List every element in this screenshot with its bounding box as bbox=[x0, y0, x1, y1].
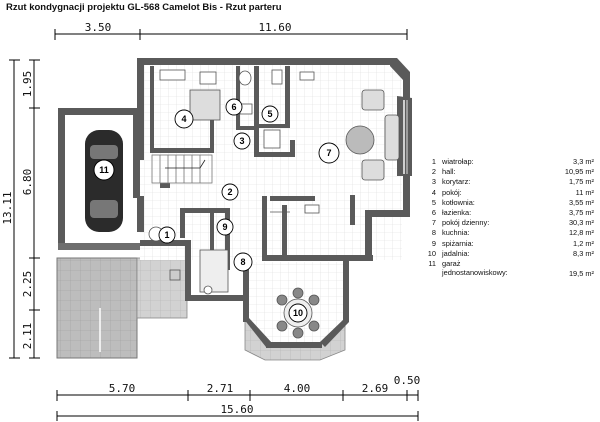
legend-row: 11 garaż jednostanowiskowy: 19,5 m² bbox=[426, 259, 594, 279]
room-label-6: 6 bbox=[231, 102, 236, 112]
legend-area: 3,55 m² bbox=[568, 197, 594, 207]
room-label-1: 1 bbox=[164, 230, 169, 240]
legend-number: 7 bbox=[431, 218, 436, 228]
dimension-top bbox=[54, 29, 408, 40]
dimension-left bbox=[9, 59, 40, 359]
legend-number: 8 bbox=[431, 228, 436, 238]
room-legend: 1 wiatrołap: 3,3 m² 2 hall: 10,95 m² 3 korytarz… bbox=[426, 157, 594, 279]
room-label-9: 9 bbox=[222, 222, 227, 232]
dim-top-2: 11.60 bbox=[258, 21, 291, 34]
legend-number: 11 bbox=[428, 258, 436, 268]
legend-number: 4 bbox=[431, 187, 436, 197]
legend-row: 6 łazienka: 3,75 m² bbox=[426, 208, 594, 218]
legend-area: 30,3 m² bbox=[568, 218, 594, 228]
dim-left-total: 13.11 bbox=[1, 191, 14, 224]
legend-room-name: korytarz: bbox=[442, 177, 471, 187]
legend-row: 9 spiżarnia: 1,2 m² bbox=[426, 239, 594, 249]
legend-row: 7 pokój dzienny: 30,3 m² bbox=[426, 218, 594, 228]
legend-number: 1 bbox=[431, 157, 436, 166]
legend-area: 19,5 m² bbox=[568, 268, 594, 278]
staircase bbox=[151, 154, 213, 184]
legend-row: 3 korytarz: 1,75 m² bbox=[426, 177, 594, 187]
legend-room-name: pokój dzienny: bbox=[442, 218, 490, 228]
dimension-bottom bbox=[56, 390, 419, 421]
dim-bottom-4: 2.69 bbox=[362, 382, 389, 395]
legend-row: 5 kotłownia: 3,55 m² bbox=[426, 198, 594, 208]
legend-area: 12,8 m² bbox=[568, 228, 594, 238]
legend-row: 10 jadalnia: 8,3 m² bbox=[426, 249, 594, 259]
legend-area: 11 m² bbox=[575, 187, 594, 197]
driveway-paving bbox=[56, 257, 138, 359]
legend-row: 2 hall: 10,95 m² bbox=[426, 167, 594, 177]
legend-area: 1,75 m² bbox=[568, 177, 594, 187]
dim-left-4: 2.11 bbox=[21, 323, 34, 350]
room-label-4: 4 bbox=[181, 114, 186, 124]
legend-row: 4 pokój: 11 m² bbox=[426, 188, 594, 198]
legend-room-name: hall: bbox=[442, 167, 456, 177]
legend-number: 5 bbox=[431, 197, 436, 207]
legend-area: 8,3 m² bbox=[573, 248, 594, 258]
legend-area: 3,3 m² bbox=[573, 157, 594, 166]
legend-number: 9 bbox=[431, 238, 436, 248]
room-labels: 1 2 3 4 5 6 7 8 9 10 11 bbox=[99, 98, 340, 323]
legend-row: 1 wiatrołap: 3,3 m² bbox=[426, 157, 594, 167]
bay-window bbox=[397, 96, 412, 176]
room-label-7: 7 bbox=[326, 148, 331, 158]
dim-bottom-total: 15.60 bbox=[220, 403, 253, 416]
room-label-10: 10 bbox=[293, 308, 303, 318]
legend-room-name: kuchnia: bbox=[442, 228, 470, 238]
room-label-8: 8 bbox=[240, 257, 245, 267]
room-label-2: 2 bbox=[227, 187, 232, 197]
legend-area: 10,95 m² bbox=[564, 167, 594, 177]
dim-bottom-3: 4.00 bbox=[284, 382, 311, 395]
dim-left-2: 6.80 bbox=[21, 169, 34, 196]
room-label-11: 11 bbox=[99, 165, 109, 175]
legend-room-name: łazienka: bbox=[442, 207, 472, 217]
legend-number: 10 bbox=[427, 248, 436, 258]
dim-bottom-5: 0.50 bbox=[394, 374, 421, 387]
legend-number: 2 bbox=[431, 167, 436, 177]
legend-room-name: spiżarnia: bbox=[442, 238, 474, 248]
legend-room-name: pokój: bbox=[442, 187, 462, 197]
room-label-3: 3 bbox=[239, 136, 244, 146]
dim-top-1: 3.50 bbox=[85, 21, 112, 34]
legend-room-name: jadalnia: bbox=[442, 248, 470, 258]
dim-left-3: 2.25 bbox=[21, 271, 34, 298]
legend-number: 6 bbox=[431, 207, 436, 217]
legend-number: 3 bbox=[431, 177, 436, 187]
legend-room-name: kotłownia: bbox=[442, 197, 475, 207]
dim-bottom-2: 2.71 bbox=[207, 382, 234, 395]
plan-title: Rzut kondygnacji projektu GL-568 Camelot… bbox=[6, 2, 282, 13]
room-label-5: 5 bbox=[267, 109, 272, 119]
entrance-paving bbox=[136, 257, 188, 319]
legend-area: 1,2 m² bbox=[573, 238, 594, 248]
car-icon bbox=[85, 130, 123, 232]
legend-area: 3,75 m² bbox=[568, 207, 594, 217]
legend-room-name: wiatrołap: bbox=[442, 157, 474, 166]
legend-room-name: garaż jednostanowiskowy: bbox=[442, 258, 508, 278]
dim-bottom-1: 5.70 bbox=[109, 382, 136, 395]
legend-row: 8 kuchnia: 12,8 m² bbox=[426, 228, 594, 238]
dim-left-1: 1.95 bbox=[21, 71, 34, 98]
